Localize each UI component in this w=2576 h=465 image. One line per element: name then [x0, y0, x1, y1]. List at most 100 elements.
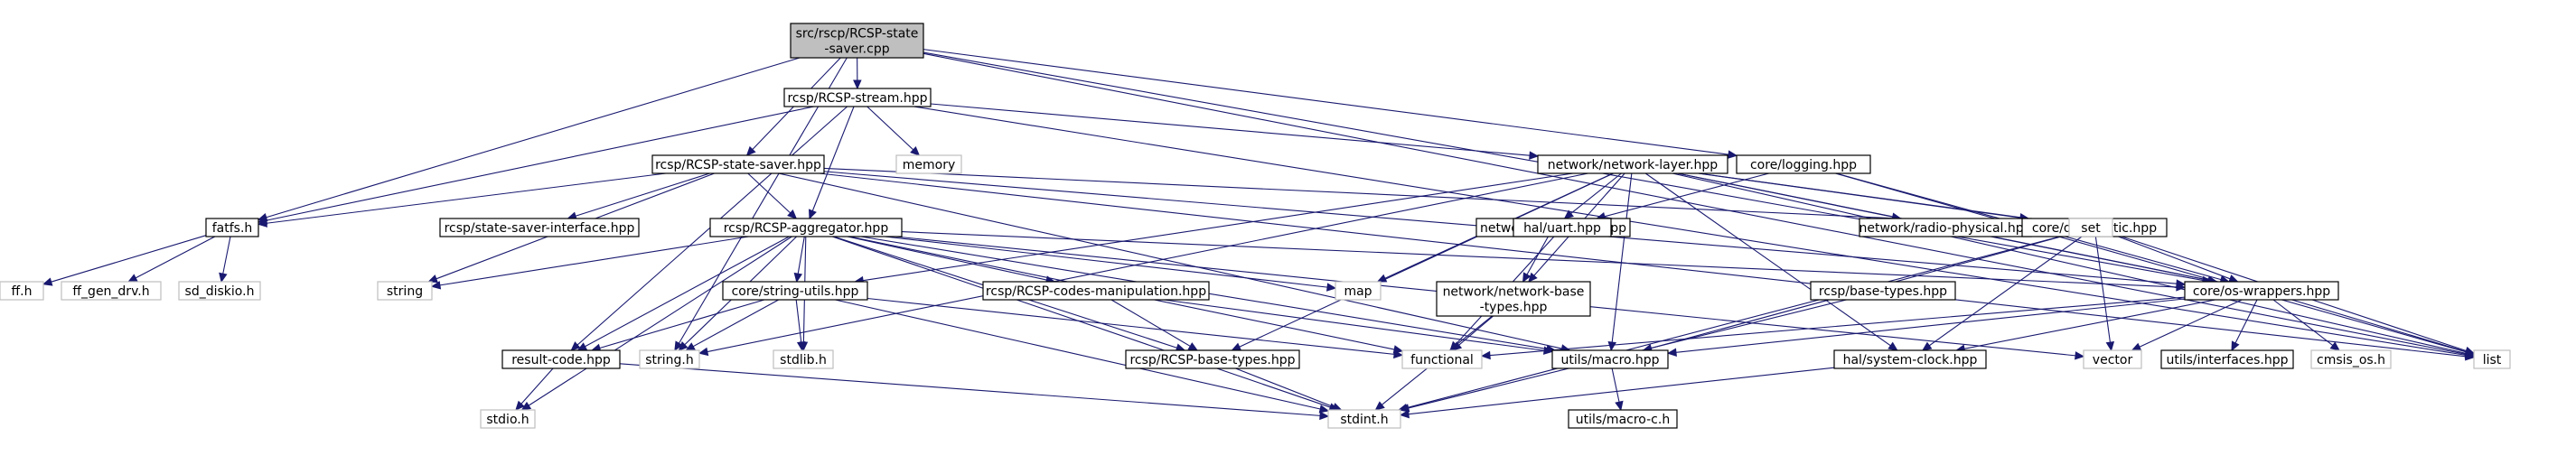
node-stream[interactable]: rcsp/RCSP-stream.hpp	[783, 88, 932, 107]
node-label: hal/system-clock.hpp	[1843, 353, 1978, 367]
edge-line	[823, 167, 2062, 228]
edge-arrowhead	[1563, 209, 1574, 219]
node-macroc[interactable]: utils/macro-c.h	[1568, 409, 1678, 429]
edge-netbase-to-functional	[1451, 315, 1494, 351]
edge-arrowhead	[2131, 342, 2142, 351]
node-label: core/string-utils.hpp	[732, 284, 859, 299]
edge-arrowhead	[698, 347, 709, 357]
edge-netlayer-to-strutils	[853, 172, 1573, 285]
node-label: string	[387, 284, 423, 299]
node-netlayer[interactable]: network/network-layer.hpp	[1537, 154, 1728, 174]
node-rcspbase[interactable]: rcsp/RCSP-base-types.hpp	[1125, 349, 1300, 369]
edge-line	[831, 236, 1331, 408]
edge-arrowhead	[515, 400, 525, 411]
edge-arrowhead	[1331, 403, 1343, 411]
node-label: set	[2081, 221, 2101, 236]
node-box	[1537, 154, 1728, 174]
node-box	[2068, 218, 2113, 237]
node-functional: functional	[1401, 349, 1483, 369]
edge-line	[1458, 315, 1494, 346]
edge-diag-to-stdint	[1397, 236, 2061, 413]
edge-line	[1672, 172, 2467, 355]
node-label: ff_gen_drv.h	[72, 284, 149, 299]
edge-strutils-to-stdint	[835, 299, 1330, 414]
node-label: utils/interfaces.hpp	[2167, 353, 2289, 367]
edge-arrowhead	[42, 277, 53, 286]
edge-arrowhead	[853, 79, 862, 90]
node-box	[1513, 218, 1612, 237]
node-list: list	[2473, 349, 2511, 369]
edge-line	[2272, 299, 2334, 346]
node-netbase[interactable]: network/network-base-types.hpp	[1436, 281, 1591, 317]
edge-line	[1408, 367, 1835, 415]
edge-aggregator-to-stdio	[520, 236, 792, 411]
edge-macro-to-macroc	[1611, 367, 1624, 412]
node-box	[205, 218, 259, 237]
node-fatfs[interactable]: fatfs.h	[205, 218, 259, 237]
edge-arrowhead	[219, 272, 228, 284]
edge-arrowhead	[2329, 341, 2340, 351]
edge-arrowhead	[127, 274, 138, 283]
edge-arrowhead	[1393, 349, 1404, 359]
node-sysclock[interactable]: hal/system-clock.hpp	[1833, 349, 1987, 369]
edge-line	[222, 236, 231, 274]
node-box	[1810, 281, 1956, 301]
node-box	[1327, 409, 1401, 429]
node-macro[interactable]: utils/macro.hpp	[1551, 349, 1669, 369]
node-ffh: ff.h	[0, 281, 44, 301]
node-label: network/network-layer.hpp	[1548, 158, 1719, 172]
node-aggregator[interactable]: rcsp/RCSP-aggregator.hpp	[709, 218, 903, 237]
edge-logging-to-list	[1835, 172, 2476, 357]
edge-aggregator-to-string	[430, 236, 749, 290]
node-label: string.h	[645, 353, 694, 367]
edge-root-to-list	[923, 52, 2476, 358]
edge-oswrap-to-macro	[1666, 298, 2186, 358]
edge-fatfs-to-ffh	[42, 235, 207, 286]
edge-line	[707, 172, 1588, 353]
edge-line	[528, 236, 792, 406]
edge-strutils-to-stdlib	[795, 299, 806, 352]
node-ssiface[interactable]: rcsp/state-saver-interface.hpp	[439, 218, 640, 237]
node-box	[1125, 349, 1300, 369]
edge-line	[520, 367, 554, 405]
edge-aggregator-to-oswrap	[901, 231, 2187, 292]
node-oswrap[interactable]: core/os-wrappers.hpp	[2184, 281, 2339, 301]
node-stdint: stdint.h	[1327, 409, 1401, 429]
node-box	[439, 218, 640, 237]
node-basetypes[interactable]: rcsp/base-types.hpp	[1810, 281, 1956, 301]
edge-line	[797, 236, 805, 274]
edge-line	[923, 52, 2467, 355]
node-radio[interactable]: network/radio-physical.hpp	[1859, 218, 2032, 237]
edge-netlayer-to-list	[1672, 172, 2476, 358]
edge-arrowhead	[1727, 150, 1738, 159]
edge-arrowhead	[2464, 347, 2476, 356]
edge-result-to-stdint	[619, 363, 1330, 421]
node-label: rcsp/RCSP-base-types.hpp	[1129, 353, 1295, 367]
node-box	[1568, 409, 1678, 429]
node-root[interactable]: src/rscp/RCSP-state-saver.cpp	[790, 23, 924, 59]
node-label: ff.h	[12, 284, 33, 299]
edge-arrowhead	[1480, 350, 1491, 360]
edge-line	[1990, 236, 2209, 281]
node-label: cmsis_os.h	[2317, 353, 2385, 367]
edge-line	[1835, 172, 2467, 353]
edge-line	[1675, 298, 2186, 353]
edge-line	[599, 299, 765, 349]
edge-line	[747, 172, 792, 214]
node-interfaces[interactable]: utils/interfaces.hpp	[2160, 349, 2294, 369]
edge-arrowhead	[1888, 341, 1898, 351]
edge-root-to-stream	[853, 57, 862, 90]
node-uart[interactable]: hal/uart.hpp	[1513, 218, 1612, 237]
node-logging[interactable]: core/logging.hpp	[1736, 154, 1871, 174]
edge-line	[835, 299, 1321, 410]
node-result[interactable]: result-code.hpp	[501, 349, 621, 369]
edge-broadcast-to-netbase	[1522, 236, 1549, 284]
edge-line	[1406, 236, 2061, 409]
node-codes[interactable]: rcsp/RCSP-codes-manipulation.hpp	[982, 281, 1210, 301]
node-saver[interactable]: rcsp/RCSP-state-saver.hpp	[651, 154, 825, 174]
edge-line	[866, 106, 914, 151]
edge-diag-to-sysclock	[1921, 236, 2083, 351]
node-strutils[interactable]: core/string-utils.hpp	[722, 281, 868, 301]
edge-arrowhead	[1374, 401, 1385, 411]
node-label: rcsp/RCSP-codes-manipulation.hpp	[986, 284, 1206, 299]
